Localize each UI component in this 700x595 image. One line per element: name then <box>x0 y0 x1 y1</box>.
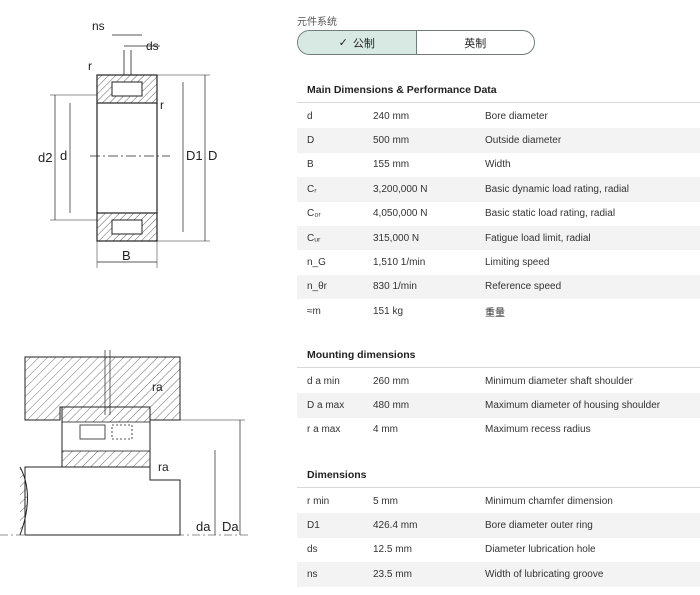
imperial-option[interactable]: 英制 <box>417 31 535 54</box>
label-d: d <box>60 148 67 163</box>
section-title-main: Main Dimensions & Performance Data <box>307 84 497 96</box>
unit-system-label: 元件系统 <box>297 17 337 28</box>
label-ds: ds <box>146 39 159 53</box>
section-divider <box>297 367 700 368</box>
label-ra-top: ra <box>152 380 163 394</box>
drawing-panel: ns ds r r d2 d D1 D B <box>0 0 290 593</box>
section-divider <box>297 487 700 488</box>
section-title-dimensions: Dimensions <box>307 469 367 481</box>
unit-toggle[interactable]: ✓ 公制 英制 <box>297 30 535 55</box>
label-r-top: r <box>88 59 92 73</box>
label-ns: ns <box>92 19 105 33</box>
data-panel: 元件系统 ✓ 公制 英制 Main Dimensions & Performan… <box>297 0 700 593</box>
mounting-drawing: ra ra da Da <box>0 350 250 536</box>
label-Da: Da <box>222 519 239 534</box>
label-D: D <box>208 148 217 163</box>
section-title-mounting: Mounting dimensions <box>307 349 416 361</box>
label-B: B <box>122 248 131 263</box>
label-da: da <box>196 519 211 534</box>
label-d2: d2 <box>38 150 52 165</box>
section-divider <box>297 102 700 103</box>
label-r-right: r <box>160 98 164 112</box>
check-icon: ✓ <box>338 37 348 49</box>
label-D1: D1 <box>186 148 203 163</box>
metric-label: 公制 <box>352 37 375 50</box>
label-ra-bottom: ra <box>158 460 169 474</box>
imperial-label: 英制 <box>464 37 487 50</box>
bearing-cross-section-drawing: ns ds r r d2 d D1 D B <box>38 19 217 268</box>
metric-option[interactable]: ✓ 公制 <box>298 31 417 54</box>
